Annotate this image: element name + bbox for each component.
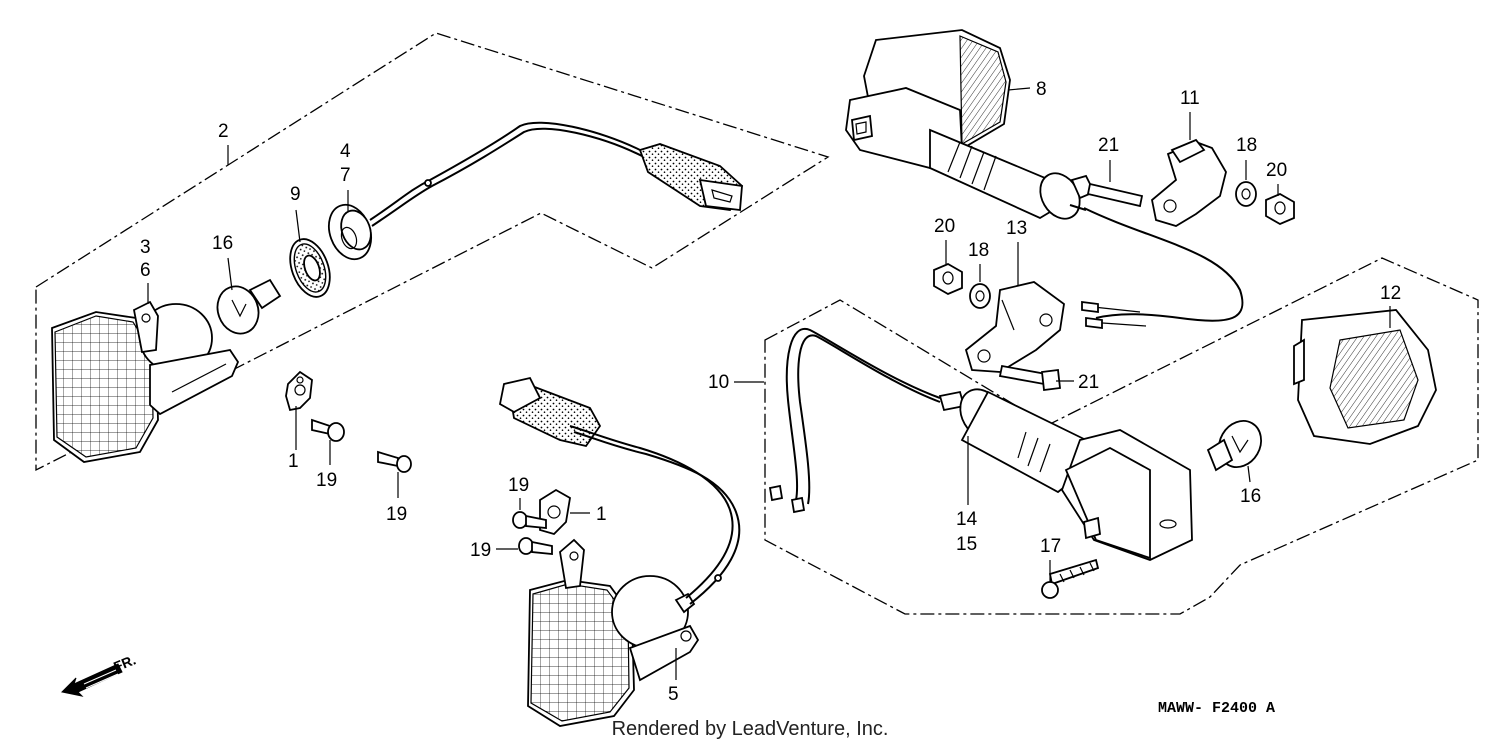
screw-19c — [512, 511, 547, 529]
bulb-socket-with-harness — [328, 121, 744, 261]
callout-13: 13 — [1006, 218, 1027, 239]
screw-19a — [311, 418, 345, 442]
rear-winker-upper — [845, 29, 1244, 330]
front-direction-arrow-icon: FR. — [60, 651, 138, 697]
callout-12: 12 — [1380, 283, 1401, 304]
wire-clamp-center — [539, 488, 571, 536]
callout-20-b: 20 — [934, 216, 955, 237]
washer-18b — [969, 283, 991, 309]
callout-17: 17 — [1040, 536, 1061, 557]
callout-7: 7 — [340, 165, 351, 186]
wire-clamp-left — [285, 370, 313, 412]
diagram-code: MAWW- F2400 A — [1158, 700, 1276, 717]
callout-1-left: 1 — [288, 451, 299, 472]
nut-20b — [933, 262, 963, 296]
direction-label: FR. — [111, 651, 138, 674]
bulb-right — [1206, 420, 1262, 472]
callout-14: 14 — [956, 509, 978, 530]
callout-15: 15 — [956, 534, 977, 555]
callout-20-a: 20 — [1266, 160, 1287, 181]
callout-6: 6 — [140, 260, 151, 281]
callout-1-center: 1 — [596, 504, 607, 525]
callout-5: 5 — [668, 684, 679, 705]
callout-10: 10 — [708, 372, 729, 393]
callout-21-a: 21 — [1098, 135, 1119, 156]
callout-2: 2 — [218, 121, 229, 142]
callout-4: 4 — [340, 141, 351, 162]
rear-winker-lens — [1293, 309, 1437, 445]
washer-18a — [1235, 181, 1257, 207]
front-left-winker-assembly — [51, 300, 240, 463]
bolt-21a — [1070, 174, 1144, 208]
rear-winker-stay-lower — [964, 281, 1065, 373]
socket-gasket — [289, 238, 331, 298]
callout-9: 9 — [290, 184, 301, 205]
callout-19-c: 19 — [508, 475, 529, 496]
bolt-21b — [998, 364, 1061, 392]
screw-19d — [518, 537, 553, 555]
callout-19-b: 19 — [386, 504, 407, 525]
callout-18-a: 18 — [1236, 135, 1257, 156]
callout-19-a: 19 — [316, 470, 337, 491]
callout-8: 8 — [1036, 79, 1047, 100]
rear-winker-lower — [768, 327, 1193, 561]
callout-18-b: 18 — [968, 240, 989, 261]
front-right-winker-assembly — [498, 376, 741, 727]
callout-21-b: 21 — [1078, 372, 1099, 393]
callout-16-right: 16 — [1240, 486, 1261, 507]
rear-winker-stay-upper — [1151, 138, 1227, 227]
screw-19b — [377, 450, 412, 473]
callout-3: 3 — [140, 237, 151, 258]
callout-11: 11 — [1180, 88, 1200, 109]
callouts: 2 4 7 9 3 6 16 1 19 19 19 1 19 5 8 11 21… — [140, 79, 1401, 705]
bulb-left — [216, 278, 282, 335]
nut-20a — [1265, 192, 1295, 226]
render-credit: Rendered by LeadVenture, Inc. — [611, 718, 889, 740]
callout-16-left: 16 — [212, 233, 233, 254]
callout-19-d: 19 — [470, 540, 491, 561]
assembly-outline-left — [35, 32, 830, 472]
